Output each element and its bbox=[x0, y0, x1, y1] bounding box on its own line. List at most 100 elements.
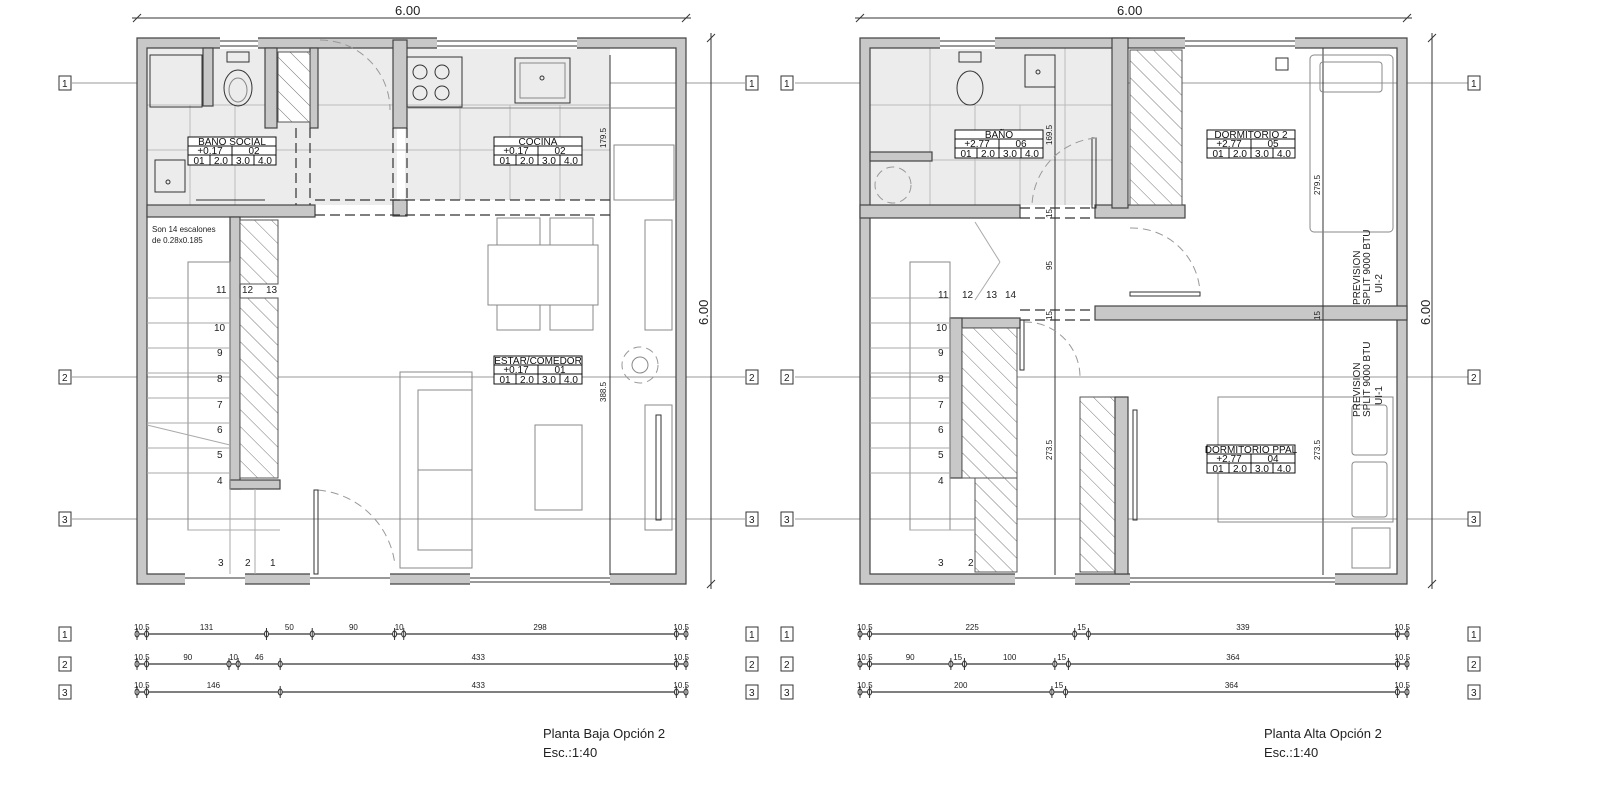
tv-unit-icon bbox=[644, 404, 673, 531]
axis-marker: 2 bbox=[745, 656, 759, 672]
dimension-label: 364 bbox=[1225, 681, 1239, 690]
svg-text:10: 10 bbox=[936, 323, 948, 334]
svg-text:12: 12 bbox=[242, 285, 254, 296]
room-name: DORMITORIO 2 bbox=[1214, 130, 1288, 141]
stair-note: Son 14 escalones bbox=[152, 225, 216, 234]
dimension-label: 433 bbox=[472, 681, 486, 690]
hatched-void bbox=[1129, 49, 1183, 206]
svg-text:6: 6 bbox=[217, 425, 223, 436]
axis-marker: 3 bbox=[1467, 684, 1481, 700]
dimension-label: 200 bbox=[954, 681, 968, 690]
svg-text:SPLIT 9000 BTU: SPLIT 9000 BTU bbox=[1362, 230, 1373, 305]
entry-door-swing bbox=[317, 489, 396, 566]
room-name: DORMITORIO PPAL bbox=[1205, 445, 1298, 456]
svg-text:3: 3 bbox=[784, 515, 790, 526]
interior-wall bbox=[146, 204, 316, 218]
svg-text:3: 3 bbox=[938, 558, 944, 569]
svg-text:1: 1 bbox=[270, 558, 276, 569]
drawing-title: Planta Baja Opción 2 bbox=[543, 726, 665, 741]
room-number: 02 bbox=[554, 146, 566, 157]
svg-text:6.00: 6.00 bbox=[395, 3, 420, 18]
axis-marker-1-right: 1 bbox=[745, 75, 759, 91]
svg-text:6.00: 6.00 bbox=[1117, 3, 1142, 18]
svg-text:2: 2 bbox=[62, 373, 68, 384]
svg-text:PREVISION: PREVISION bbox=[1352, 251, 1363, 305]
split-ac-note-ui-2: PREVISION SPLIT 9000 BTU UI-2 bbox=[1352, 230, 1385, 305]
vertical-dimension: 15 bbox=[1045, 311, 1054, 320]
room-finish-code: 4.0 bbox=[1277, 149, 1291, 160]
washing-machine-icon bbox=[149, 54, 203, 108]
axis-marker-2-left: 2 bbox=[58, 369, 72, 385]
dimension-label: 10.5 bbox=[673, 681, 689, 690]
svg-text:3: 3 bbox=[218, 558, 224, 569]
svg-text:3: 3 bbox=[1471, 688, 1477, 699]
svg-text:14: 14 bbox=[1005, 290, 1017, 301]
svg-text:1: 1 bbox=[749, 79, 755, 90]
dimension-label: 10.5 bbox=[1394, 623, 1410, 632]
vertical-dimension: 388.5 bbox=[599, 381, 608, 402]
dimension-label: 10 bbox=[395, 623, 404, 632]
svg-text:3: 3 bbox=[749, 688, 755, 699]
toilet-icon bbox=[956, 51, 984, 106]
room-level: +0.17 bbox=[197, 146, 223, 157]
svg-text:1: 1 bbox=[1471, 630, 1477, 641]
room-name: COCINA bbox=[519, 137, 558, 148]
svg-text:3: 3 bbox=[784, 688, 790, 699]
room-finish-code: 2.0 bbox=[520, 156, 534, 167]
svg-text:5: 5 bbox=[217, 450, 223, 461]
vertical-dimension: 179.5 bbox=[599, 127, 608, 148]
svg-text:2: 2 bbox=[784, 660, 790, 671]
svg-text:4: 4 bbox=[217, 476, 223, 487]
room-finish-code: 4.0 bbox=[564, 156, 578, 167]
svg-text:6.00: 6.00 bbox=[696, 300, 711, 325]
svg-text:7: 7 bbox=[217, 400, 223, 411]
vertical-dimension: 169.5 bbox=[1045, 124, 1054, 145]
svg-text:9: 9 bbox=[938, 348, 944, 359]
dimension-label: 15 bbox=[1057, 653, 1066, 662]
room-number: 02 bbox=[248, 146, 260, 157]
room-number: 01 bbox=[554, 365, 566, 376]
room-finish-code: 01 bbox=[960, 149, 972, 160]
svg-text:3: 3 bbox=[1471, 515, 1477, 526]
room-level: +2.77 bbox=[1216, 454, 1242, 465]
bathroom-floor bbox=[870, 48, 1115, 205]
axis-marker-3-right: 3 bbox=[745, 511, 759, 527]
room-finish-code: 2.0 bbox=[214, 156, 228, 167]
door-swing bbox=[319, 39, 391, 111]
room-finish-code: 3.0 bbox=[1255, 149, 1269, 160]
svg-text:1: 1 bbox=[62, 630, 68, 641]
vertical-dimension: 95 bbox=[1045, 261, 1054, 270]
room-finish-code: 01 bbox=[499, 375, 511, 386]
svg-text:11: 11 bbox=[938, 290, 949, 301]
dimension-label: 10 bbox=[229, 653, 238, 662]
room-name: ESTAR/COMEDOR bbox=[494, 356, 582, 367]
dimension-label: 100 bbox=[1003, 653, 1017, 662]
plan-planta-alta: 1 2 3 1 2 3 6.00 6.00 bbox=[780, 3, 1481, 589]
room-name: BANO SOCIAL bbox=[198, 137, 266, 148]
overall-width-dimension: 6.00 bbox=[132, 3, 691, 23]
svg-text:2: 2 bbox=[1471, 660, 1477, 671]
svg-text:1: 1 bbox=[784, 630, 790, 641]
hatched-void bbox=[239, 219, 279, 285]
dimension-label: 225 bbox=[965, 623, 979, 632]
svg-text:1: 1 bbox=[749, 630, 755, 641]
dimension-label: 46 bbox=[255, 653, 264, 662]
svg-text:6.00: 6.00 bbox=[1418, 300, 1433, 325]
dimension-label: 15 bbox=[1054, 681, 1063, 690]
room-finish-code: 3.0 bbox=[1255, 464, 1269, 475]
entry-door bbox=[313, 489, 319, 575]
drawing-title: Planta Alta Opción 2 bbox=[1264, 726, 1382, 741]
svg-text:13: 13 bbox=[266, 285, 278, 296]
svg-text:PREVISION: PREVISION bbox=[1352, 363, 1363, 417]
svg-text:2: 2 bbox=[749, 660, 755, 671]
axis-marker-2-right: 2 bbox=[745, 369, 759, 385]
